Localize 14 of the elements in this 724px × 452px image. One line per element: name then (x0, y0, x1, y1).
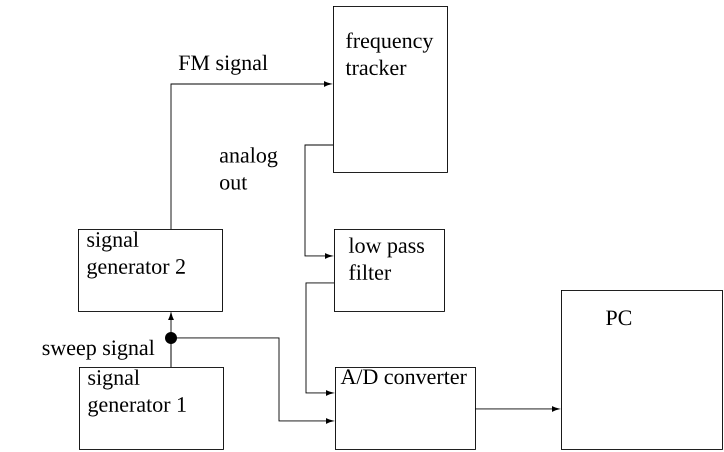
edge-label: FM signal (178, 54, 268, 75)
connector-arrow (304, 144, 334, 259)
block-box: A/D converter (335, 366, 476, 450)
edge-label: sweep signal (42, 340, 154, 360)
connector-arrow (306, 282, 334, 396)
connector-arrow (474, 406, 560, 412)
connector-arrow (170, 338, 334, 424)
edge-label: analog out (220, 147, 278, 190)
connector-arrow (170, 81, 332, 230)
block-box: PC (561, 290, 723, 450)
block-box: low pass filter (334, 229, 445, 312)
block-box: signal generator 2 (78, 229, 223, 312)
block-box: frequency tracker (333, 6, 448, 173)
block-box: signal generator 1 (79, 366, 224, 450)
